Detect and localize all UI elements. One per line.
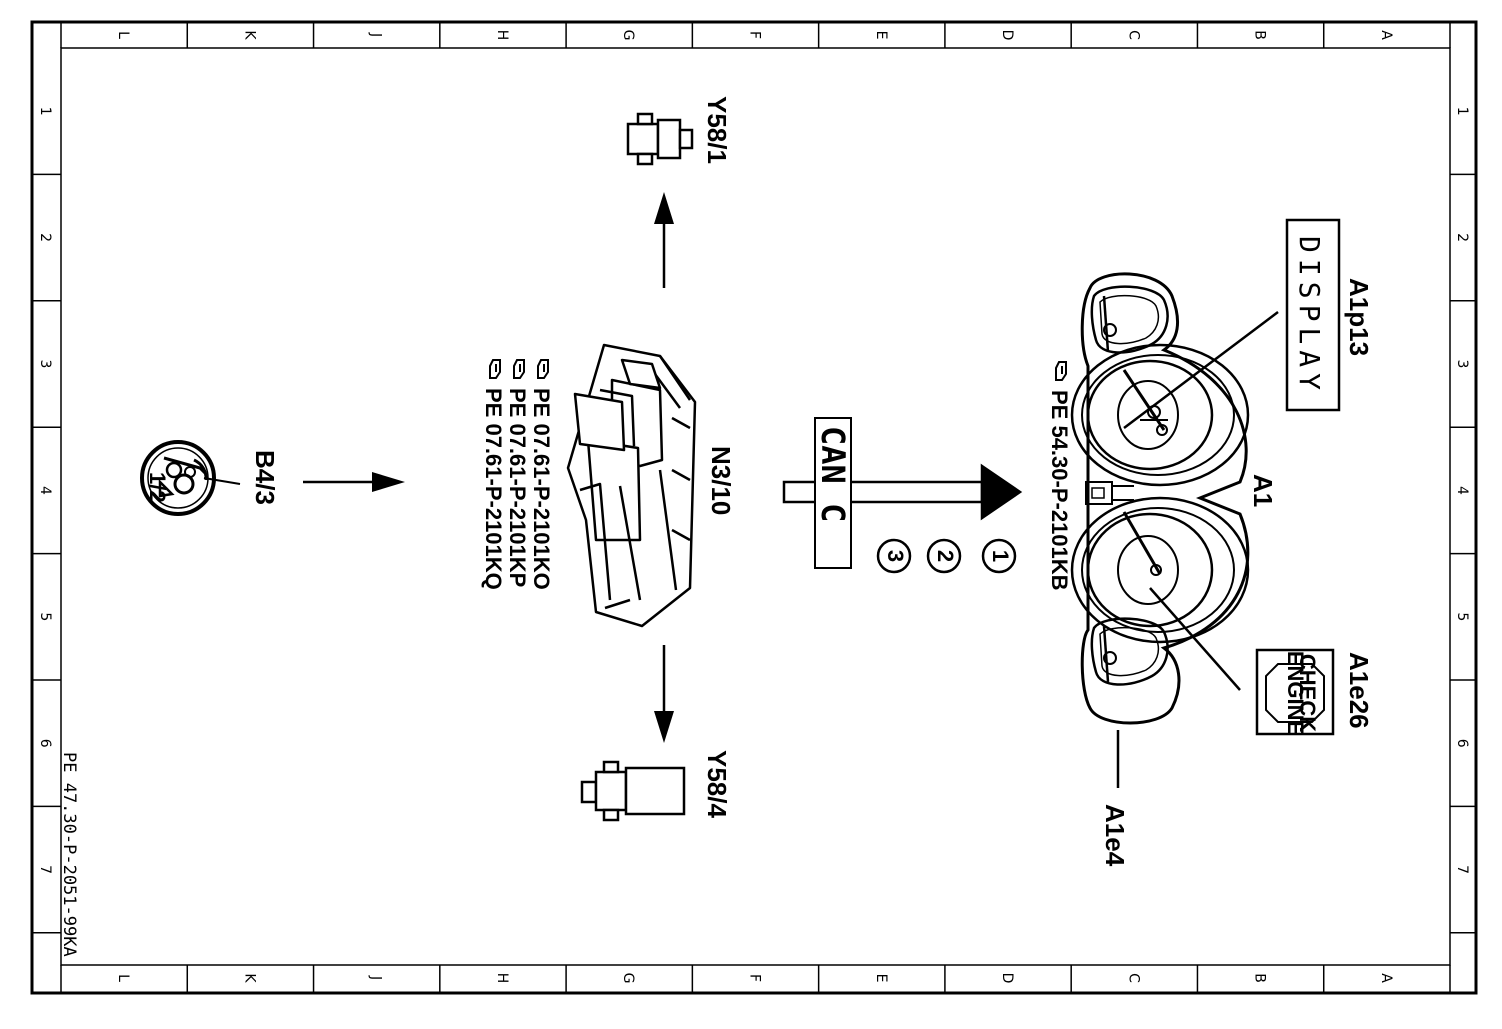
- check-engine-line-1: CHECK: [1295, 654, 1320, 732]
- solenoid-valve-icon: [626, 112, 694, 166]
- grid-row-label: 5: [37, 612, 53, 621]
- reference-n3-10-2: PE 07.61-P-2101KP: [505, 388, 530, 587]
- signal-arrow-sender: [303, 472, 405, 492]
- grid-row-label: 1: [1454, 107, 1470, 116]
- grid-ticks: [32, 22, 1476, 993]
- grid-column-label: H: [494, 973, 510, 984]
- grid-column-label: L: [115, 31, 131, 39]
- grid-column-label: H: [494, 30, 510, 41]
- grid-column-label: B: [1252, 973, 1268, 983]
- grid-row-label: 2: [1454, 233, 1470, 242]
- can-node-numbers: 3 2 1: [876, 538, 1017, 574]
- instrument-cluster-icon: [1070, 272, 1279, 788]
- drawing-frame: [30, 20, 1478, 995]
- grid-row-label: 4: [1454, 486, 1470, 495]
- label-a1e26: A1e26: [1344, 652, 1374, 729]
- grid-column-label: K: [241, 30, 257, 40]
- grid-column-label: G: [620, 30, 636, 41]
- grid-column-label: L: [115, 974, 131, 982]
- grid-row-label: 3: [37, 360, 53, 369]
- sender-gauge-mark: 1/2: [145, 472, 170, 503]
- reference-a1: PE 54.30-P-2101KB: [1047, 390, 1072, 591]
- can-node: 3: [876, 538, 912, 574]
- can-node-number: 1: [988, 550, 1013, 562]
- grid-column-label: F: [747, 974, 763, 982]
- can-node: 2: [926, 538, 962, 574]
- label-a1p13: A1p13: [1344, 278, 1374, 356]
- grid-column-label: C: [1125, 30, 1141, 40]
- signal-arrow-y58-1: [654, 192, 674, 288]
- grid-column-label: E: [873, 31, 889, 40]
- reference-list-n3-10: PE 07.61-P-2101KO PE 07.61-P-2101KP PE 0…: [481, 359, 554, 590]
- grid-row-label: 4: [37, 486, 53, 495]
- can-node-number: 3: [883, 550, 908, 562]
- can-node: 1: [981, 538, 1017, 574]
- grid-column-label: G: [620, 973, 636, 984]
- reference-n3-10-3: PE 07.61-P-2101KQ: [481, 388, 506, 590]
- fuel-level-sender-icon: 1/2: [140, 440, 241, 516]
- signal-arrow-y58-4: [654, 645, 674, 743]
- control-unit-icon: [566, 343, 697, 628]
- hand-pointing-reference-icon: [513, 359, 525, 379]
- grid-row-label: 7: [1454, 865, 1470, 874]
- label-a1: A1: [1248, 474, 1278, 507]
- can-node-number: 2: [933, 550, 958, 562]
- label-n3-10: N3/10: [706, 446, 736, 515]
- grid-row-label: 7: [37, 865, 53, 874]
- reference-item: PE 07.61-P-2101KQ: [481, 359, 506, 590]
- grid-column-label: B: [1252, 30, 1268, 40]
- grid-row-label: 2: [37, 233, 53, 242]
- grid-column-label: D: [999, 30, 1015, 41]
- reference-item: PE 07.61-P-2101KO: [529, 359, 554, 590]
- grid-column-label: F: [747, 31, 763, 39]
- grid-row-label: 1: [37, 107, 53, 116]
- grid-column-label: A: [1378, 973, 1394, 983]
- label-y58-4: Y58/4: [702, 750, 732, 818]
- can-c-box: CAN C: [814, 417, 852, 569]
- label-y58-1: Y58/1: [702, 96, 732, 164]
- reference-item: PE 07.61-P-2101KP: [505, 359, 530, 587]
- grid-row-label: 5: [1454, 612, 1470, 621]
- grid-column-label: D: [999, 973, 1015, 984]
- label-b4-3: B4/3: [250, 450, 280, 505]
- grid-row-label: 3: [1454, 360, 1470, 369]
- grid-column-label: K: [241, 973, 257, 983]
- grid-column-label: A: [1378, 30, 1394, 40]
- display-symbol-icon: [1140, 405, 1168, 436]
- check-engine-line-2: ENGINE: [1283, 651, 1308, 735]
- grid-row-label: 6: [1454, 739, 1470, 748]
- hand-pointing-reference-icon: [537, 359, 549, 379]
- hand-pointing-reference-icon: [1055, 361, 1067, 381]
- display-box: DISPLAY: [1285, 218, 1341, 412]
- document-id: PE 47.30-P-2051-99KA: [59, 752, 79, 957]
- hand-pointing-reference-icon: [489, 359, 501, 379]
- reference-n3-10-1: PE 07.61-P-2101KO: [529, 388, 554, 590]
- solenoid-valve-icon: [580, 760, 686, 822]
- grid-column-label: J: [368, 975, 384, 980]
- grid-column-label: C: [1125, 973, 1141, 983]
- check-engine-box: CHECK ENGINE: [1255, 648, 1335, 736]
- reference-item: PE 54.30-P-2101KB: [1047, 361, 1072, 591]
- grid-column-label: E: [873, 974, 889, 983]
- check-engine-lamp-icon: CHECK ENGINE: [1265, 651, 1325, 735]
- can-c-label: CAN C: [814, 426, 852, 522]
- label-a1e4: A1e4: [1100, 804, 1130, 867]
- grid-column-label: J: [368, 32, 384, 37]
- grid-row-label: 6: [37, 739, 53, 748]
- display-text: DISPLAY: [1293, 236, 1326, 396]
